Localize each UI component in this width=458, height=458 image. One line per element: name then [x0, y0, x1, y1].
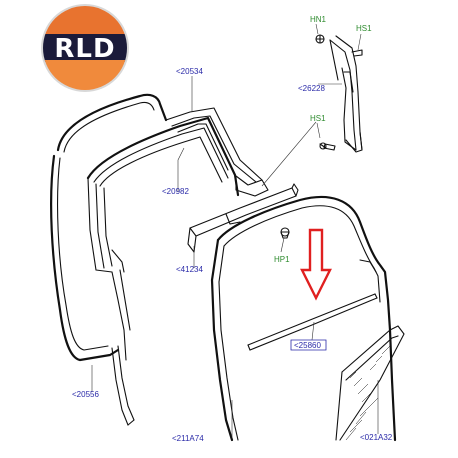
callout-41234: <41234	[176, 265, 203, 274]
waist-seal-25860	[247, 293, 378, 351]
red-arrow	[300, 228, 332, 301]
logo-text: RLD	[54, 34, 115, 64]
callout-20982: <20982	[162, 187, 189, 196]
callout-hs1-top: HS1	[356, 24, 372, 33]
pillar-trim-26228	[315, 34, 363, 153]
door-opening-seal-211A74	[210, 195, 397, 442]
callout-021A32: <021A32	[360, 433, 393, 442]
callout-20556: <20556	[72, 390, 99, 399]
callout-25860: <25860	[294, 341, 321, 350]
leader-lines	[91, 23, 379, 437]
sash-frame-20534	[165, 107, 269, 197]
callout-hp1: HP1	[274, 255, 290, 264]
rld-logo: RLD	[41, 4, 129, 92]
callout-hs1-mid: HS1	[310, 114, 326, 123]
belt-moulding-41234	[187, 183, 299, 253]
glass-run-channel-20982	[86, 116, 240, 361]
callout-20534: <20534	[176, 67, 203, 76]
rear-channel-021A32	[335, 325, 405, 441]
callout-211A74: <211A74	[172, 434, 204, 443]
callout-hn1: HN1	[310, 15, 327, 24]
logo-band	[43, 34, 127, 62]
callout-26228: <26228	[298, 84, 325, 93]
door-frame-seal-20556	[50, 93, 168, 426]
